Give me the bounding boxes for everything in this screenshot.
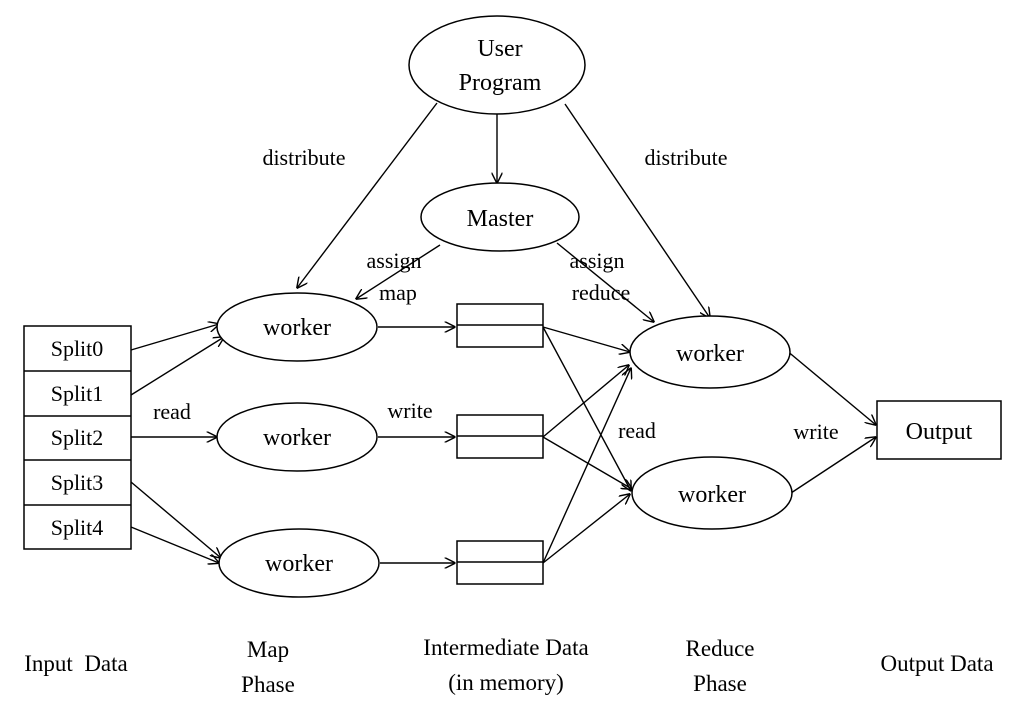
edge-labels: distribute distribute assign map assign … bbox=[153, 145, 839, 444]
intermediate-buffer-1 bbox=[456, 303, 544, 348]
output-label: Output bbox=[906, 419, 973, 445]
edge-buffer-1-to-reduce-worker-2 bbox=[542, 326, 631, 491]
phase-intermediate-line-2: (in memory) bbox=[448, 670, 564, 695]
phase-reduce-line-1: Reduce bbox=[686, 636, 755, 661]
user-program-label-line-2: Program bbox=[459, 70, 542, 96]
split-3: Split3 bbox=[51, 470, 104, 495]
map-worker-3: worker bbox=[218, 528, 380, 598]
map-worker-1: worker bbox=[216, 292, 378, 362]
label-assign-map-line-2: map bbox=[379, 280, 417, 305]
intermediate-buffer-3 bbox=[456, 540, 544, 585]
label-read-input: read bbox=[153, 399, 191, 424]
label-assign-map-line-1: assign bbox=[367, 248, 422, 273]
edge-split3-to-map-worker-3 bbox=[130, 481, 221, 558]
label-write-output: write bbox=[793, 419, 838, 444]
phase-labels: Input Data Map Phase Intermediate Data (… bbox=[24, 635, 993, 697]
split-2: Split2 bbox=[51, 425, 104, 450]
phase-intermediate-line-1: Intermediate Data bbox=[423, 635, 588, 660]
map-worker-3-label: worker bbox=[265, 551, 333, 577]
split-0: Split0 bbox=[51, 336, 104, 361]
edge-split4-to-map-worker-3 bbox=[130, 526, 219, 563]
label-distribute-left: distribute bbox=[262, 145, 345, 170]
edge-user-to-reduce-worker-1 bbox=[564, 103, 710, 318]
edge-master-to-reduce-worker-1 bbox=[556, 242, 654, 322]
map-worker-1-label: worker bbox=[263, 315, 331, 341]
edge-master-to-map-worker-1 bbox=[356, 244, 441, 299]
reduce-worker-2: worker bbox=[631, 456, 793, 530]
master-label: Master bbox=[467, 206, 534, 232]
reduce-worker-2-label: worker bbox=[678, 482, 746, 508]
user-program-label-line-1: User bbox=[477, 36, 522, 62]
edge-reduce-worker-2-to-output bbox=[790, 437, 876, 494]
edge-buffer-3-to-reduce-worker-1 bbox=[542, 368, 631, 564]
split-4: Split4 bbox=[51, 515, 104, 540]
edge-buffer-2-to-reduce-worker-1 bbox=[542, 365, 629, 438]
label-assign-reduce-line-2: reduce bbox=[572, 280, 631, 305]
intermediate-buffer-2 bbox=[456, 414, 544, 459]
master-node: Master bbox=[420, 182, 580, 252]
map-worker-2-label: worker bbox=[263, 425, 331, 451]
edge-reduce-worker-1-to-output bbox=[785, 349, 876, 425]
edge-split1-to-map-worker-1 bbox=[130, 337, 224, 396]
phase-reduce-line-2: Phase bbox=[693, 671, 747, 696]
label-read-intermediate: read bbox=[618, 418, 656, 443]
edge-buffer-1-to-reduce-worker-1 bbox=[542, 326, 630, 352]
label-write-intermediate: write bbox=[387, 398, 432, 423]
label-distribute-right: distribute bbox=[644, 145, 727, 170]
phase-output-data: Output Data bbox=[880, 651, 993, 676]
label-assign-reduce-line-1: assign bbox=[570, 248, 625, 273]
edges bbox=[130, 102, 876, 564]
split-1: Split1 bbox=[51, 381, 104, 406]
edge-user-to-map-worker-1 bbox=[297, 102, 438, 288]
map-worker-2: worker bbox=[216, 402, 378, 472]
edge-split0-to-map-worker-1 bbox=[130, 324, 219, 351]
reduce-worker-1-label: worker bbox=[676, 341, 744, 367]
phase-input-data: Input Data bbox=[24, 651, 127, 676]
phase-map-line-1: Map bbox=[247, 637, 289, 662]
input-splits: Split0 Split1 Split2 Split3 Split4 bbox=[23, 325, 132, 550]
edge-buffer-3-to-reduce-worker-2 bbox=[542, 494, 630, 564]
user-program-node: User Program bbox=[408, 15, 586, 115]
output-node: Output bbox=[876, 400, 1002, 460]
reduce-worker-1: worker bbox=[629, 315, 791, 389]
phase-map-line-2: Phase bbox=[241, 672, 295, 697]
